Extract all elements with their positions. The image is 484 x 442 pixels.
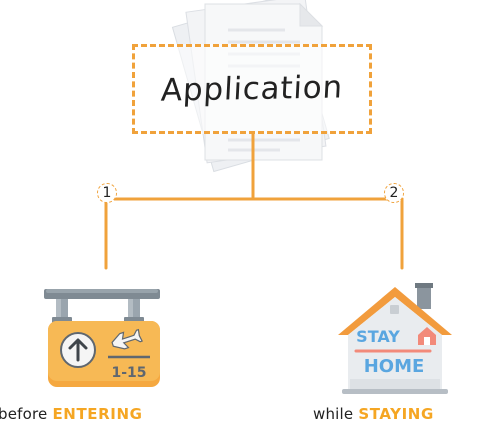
caption-1-highlight: ENTERING xyxy=(52,405,143,423)
house-text-stay: STAY xyxy=(356,327,400,346)
airport-sign-icon: 1-15 xyxy=(44,289,160,387)
application-label: Application xyxy=(160,69,344,109)
caption-2-highlight: STAYING xyxy=(358,405,434,423)
application-box: Application xyxy=(132,44,372,134)
caption-1-lead: before xyxy=(0,405,48,423)
branch-number-2: 2 xyxy=(384,183,404,203)
house-text-home: HOME xyxy=(364,356,425,377)
caption-while-staying: while STAYING xyxy=(313,405,434,423)
branch-number-1: 1 xyxy=(97,183,117,203)
caption-2-lead: while xyxy=(313,405,354,423)
caption-before-entering: before ENTERING xyxy=(0,405,143,423)
sign-number: 1-15 xyxy=(111,365,146,381)
stay-home-house-icon: STAY HOME xyxy=(338,283,452,394)
